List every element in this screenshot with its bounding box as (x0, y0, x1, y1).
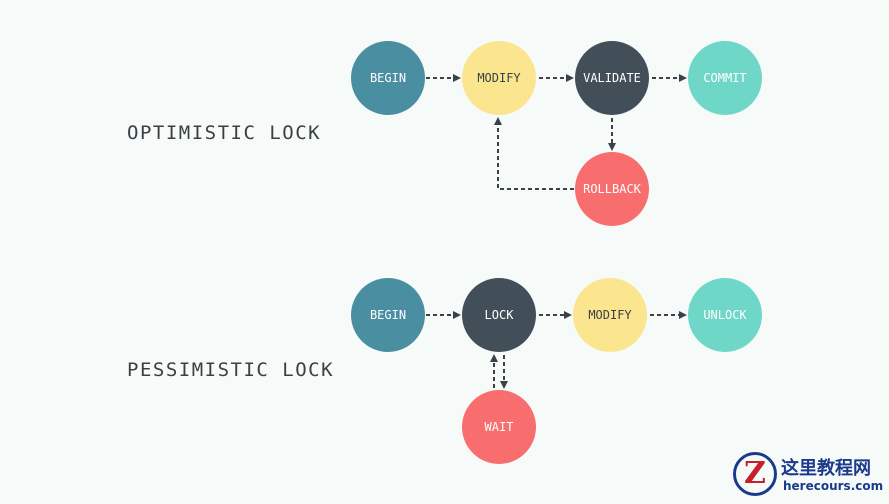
watermark: Z 这里教程网 herecours.com (733, 452, 883, 500)
node-pes-begin: BEGIN (351, 278, 425, 352)
opt-commit-circle (688, 41, 762, 115)
opt-begin-label: BEGIN (370, 71, 406, 85)
pes-lock-circle (462, 278, 536, 352)
pes-wait-label: WAIT (485, 420, 514, 434)
node-opt-commit: COMMIT (688, 41, 762, 115)
node-opt-rollback: ROLLBACK (575, 152, 649, 226)
opt-commit-label: COMMIT (703, 71, 746, 85)
node-opt-begin: BEGIN (351, 41, 425, 115)
watermark-subtitle: herecours.com (783, 479, 884, 493)
watermark-logo-icon: Z (733, 452, 777, 496)
node-opt-validate: VALIDATE (575, 41, 649, 115)
node-pes-modify: MODIFY (573, 278, 647, 352)
opt-validate-label: VALIDATE (583, 71, 641, 85)
opt-validate-circle (575, 41, 649, 115)
pessimistic-lock-heading: PESSIMISTIC LOCK (127, 359, 335, 381)
opt-modify-label: MODIFY (477, 71, 521, 85)
node-pes-lock: LOCK (462, 278, 536, 352)
opt-rollback-label: ROLLBACK (583, 182, 642, 196)
watermark-title: 这里教程网 (781, 458, 871, 479)
pes-modify-label: MODIFY (588, 308, 632, 322)
pes-modify-circle (573, 278, 647, 352)
node-pes-unlock: UNLOCK (688, 278, 762, 352)
optimistic-lock-heading: OPTIMISTIC LOCK (127, 122, 322, 144)
pes-begin-label: BEGIN (370, 308, 406, 322)
pes-lock-label: LOCK (485, 308, 515, 322)
pes-unlock-circle (688, 278, 762, 352)
opt-rollback-circle (575, 152, 649, 226)
pes-unlock-label: UNLOCK (703, 308, 747, 322)
node-opt-modify: MODIFY (462, 41, 536, 115)
pes-begin-circle (351, 278, 425, 352)
opt-begin-circle (351, 41, 425, 115)
edge-rollback-modify (494, 117, 574, 190)
node-pes-wait: WAIT (462, 390, 536, 464)
pes-wait-circle (462, 390, 536, 464)
opt-modify-circle (462, 41, 536, 115)
